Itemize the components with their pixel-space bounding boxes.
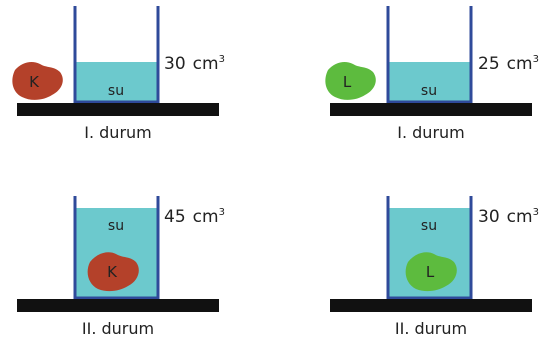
state-label: I. durum: [397, 123, 465, 142]
water: [388, 62, 471, 102]
beaker-outline: [386, 6, 473, 104]
rock-l: [405, 252, 457, 292]
rock-letter: K: [29, 73, 40, 91]
beaker-outline: [73, 6, 160, 104]
water-label: su: [421, 83, 437, 99]
rock-letter: K: [107, 263, 118, 281]
state-label: I. durum: [84, 123, 152, 142]
rock-l: [325, 62, 376, 100]
water-label: su: [108, 83, 124, 99]
rock-letter: L: [426, 263, 435, 281]
state-label: II. durum: [82, 319, 154, 338]
water-label: su: [108, 218, 124, 234]
shelf: [17, 103, 219, 116]
rock-k: [12, 62, 63, 100]
rock-k: [87, 252, 139, 292]
state-label: II. durum: [395, 319, 467, 338]
beaker-outline: [386, 196, 473, 300]
water-label: su: [421, 218, 437, 234]
shelf: [330, 103, 532, 116]
water: [75, 62, 158, 102]
rock-letter: L: [343, 73, 352, 91]
beaker-outline: [73, 196, 160, 300]
shelf: [330, 299, 532, 312]
shelf: [17, 299, 219, 312]
